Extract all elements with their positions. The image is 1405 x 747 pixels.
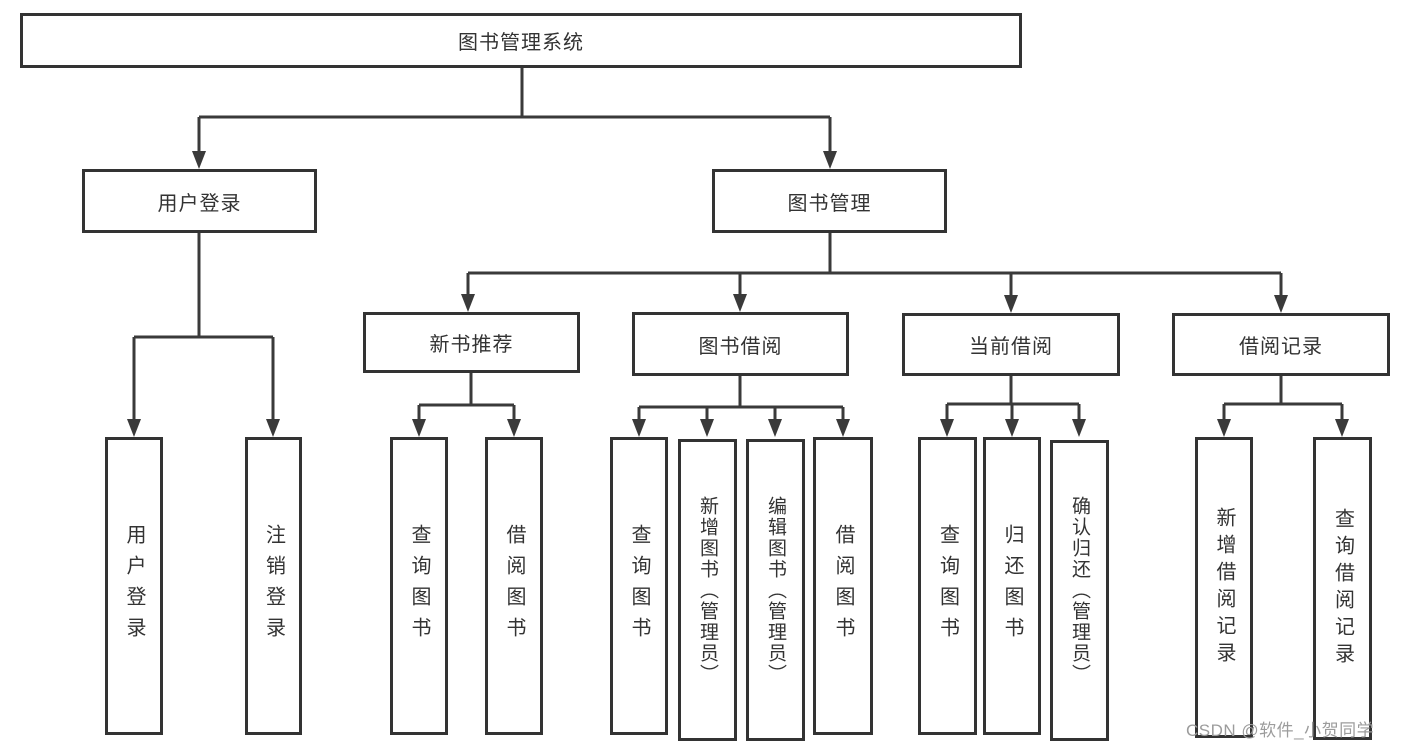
leaf-query-books-borrow: 查询图书 [610, 437, 668, 735]
leaf-label: 新增图书（管理员） [697, 495, 718, 685]
leaf-query-books-recommend: 查询图书 [390, 437, 448, 735]
node-label: 借阅记录 [1239, 336, 1323, 358]
leaf-label: 新增借阅记录 [1213, 506, 1235, 669]
leaf-label: 借阅图书 [503, 524, 525, 648]
leaf-label: 用户登录 [123, 524, 145, 648]
leaf-user-login: 用户登录 [105, 437, 163, 735]
leaf-borrow-books: 借阅图书 [813, 437, 873, 735]
node-label: 新书推荐 [429, 334, 514, 356]
node-label: 图书借阅 [698, 335, 783, 358]
leaf-label: 确认归还（管理员） [1069, 496, 1090, 685]
leaf-label: 注销登录 [262, 524, 285, 648]
node-label: 图书管理 [787, 192, 872, 215]
leaf-label: 归还图书 [1001, 524, 1023, 648]
leaf-label: 查询借阅记录 [1331, 507, 1354, 670]
leaf-edit-books-admin: 编辑图书（管理员） [746, 439, 805, 741]
leaf-label: 借阅图书 [832, 524, 854, 648]
leaf-return-books: 归还图书 [983, 437, 1041, 735]
leaf-label: 编辑图书（管理员） [765, 495, 786, 685]
node-borrow-record: 借阅记录 [1172, 313, 1390, 376]
connector-book-management-to-level3 [466, 233, 1283, 296]
node-book-management: 图书管理 [712, 169, 947, 233]
node-label: 用户登录 [157, 192, 242, 215]
connector-new-book-to-leaves [417, 373, 516, 420]
leaf-label: 查询图书 [408, 524, 430, 648]
node-new-book-recommend: 新书推荐 [363, 312, 580, 373]
leaf-add-books-admin: 新增图书（管理员） [678, 439, 737, 741]
leaf-confirm-return-admin: 确认归还（管理员） [1050, 440, 1109, 741]
connector-borrow-record-to-leaves [1222, 376, 1344, 420]
node-label: 图书管理系统 [458, 32, 584, 54]
leaf-query-books-current: 查询图书 [918, 437, 977, 735]
leaf-logout: 注销登录 [245, 437, 302, 735]
leaf-label: 查询图书 [936, 524, 959, 648]
node-label: 当前借阅 [969, 336, 1053, 358]
node-library-management-system: 图书管理系统 [20, 13, 1022, 68]
arrowheads [127, 151, 1349, 437]
leaf-label: 查询图书 [628, 524, 650, 648]
leaf-add-borrow-record: 新增借阅记录 [1195, 437, 1253, 738]
node-current-borrow: 当前借阅 [902, 313, 1120, 376]
leaf-borrow-books-recommend: 借阅图书 [485, 437, 543, 735]
leaf-query-borrow-record: 查询借阅记录 [1313, 437, 1372, 740]
node-book-borrow: 图书借阅 [632, 312, 849, 376]
connector-root-to-level2 [197, 68, 832, 152]
connector-book-borrow-to-leaves [637, 376, 845, 420]
connector-user-login-to-leaves [132, 233, 275, 420]
csdn-watermark: CSDN @软件_小贺同学 [1186, 721, 1375, 740]
connector-current-borrow-to-leaves [945, 376, 1081, 420]
node-user-login: 用户登录 [82, 169, 317, 233]
